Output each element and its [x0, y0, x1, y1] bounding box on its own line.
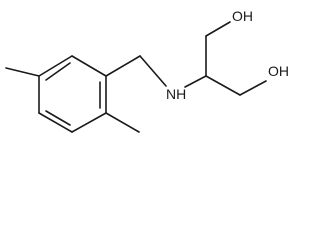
amine-label: NH	[166, 86, 186, 102]
ch2-n-bond	[139, 55, 167, 87]
ring-bond	[71, 112, 107, 133]
ring-bond	[38, 112, 73, 133]
n-c-bond	[184, 75, 207, 88]
ring-bond	[38, 55, 73, 77]
ring-double-bond	[45, 62, 71, 81]
molecule-diagram: NH OH OH	[5, 8, 289, 133]
benzyl-bond	[105, 55, 141, 77]
lower-oh-bond	[239, 80, 267, 96]
structure-svg: NH OH OH	[5, 8, 289, 133]
hydroxyl-bottom-label: OH	[268, 63, 289, 79]
lower-ch2-bond	[205, 75, 241, 96]
ring-bond	[71, 55, 107, 77]
ring-double-bond	[45, 110, 71, 126]
hydroxyl-top-label: OH	[232, 8, 253, 24]
benzene-ring	[38, 55, 107, 133]
methyl-bond-upper	[5, 67, 40, 77]
methyl-bond-lower	[105, 112, 140, 133]
upper-oh-bond	[205, 21, 231, 37]
